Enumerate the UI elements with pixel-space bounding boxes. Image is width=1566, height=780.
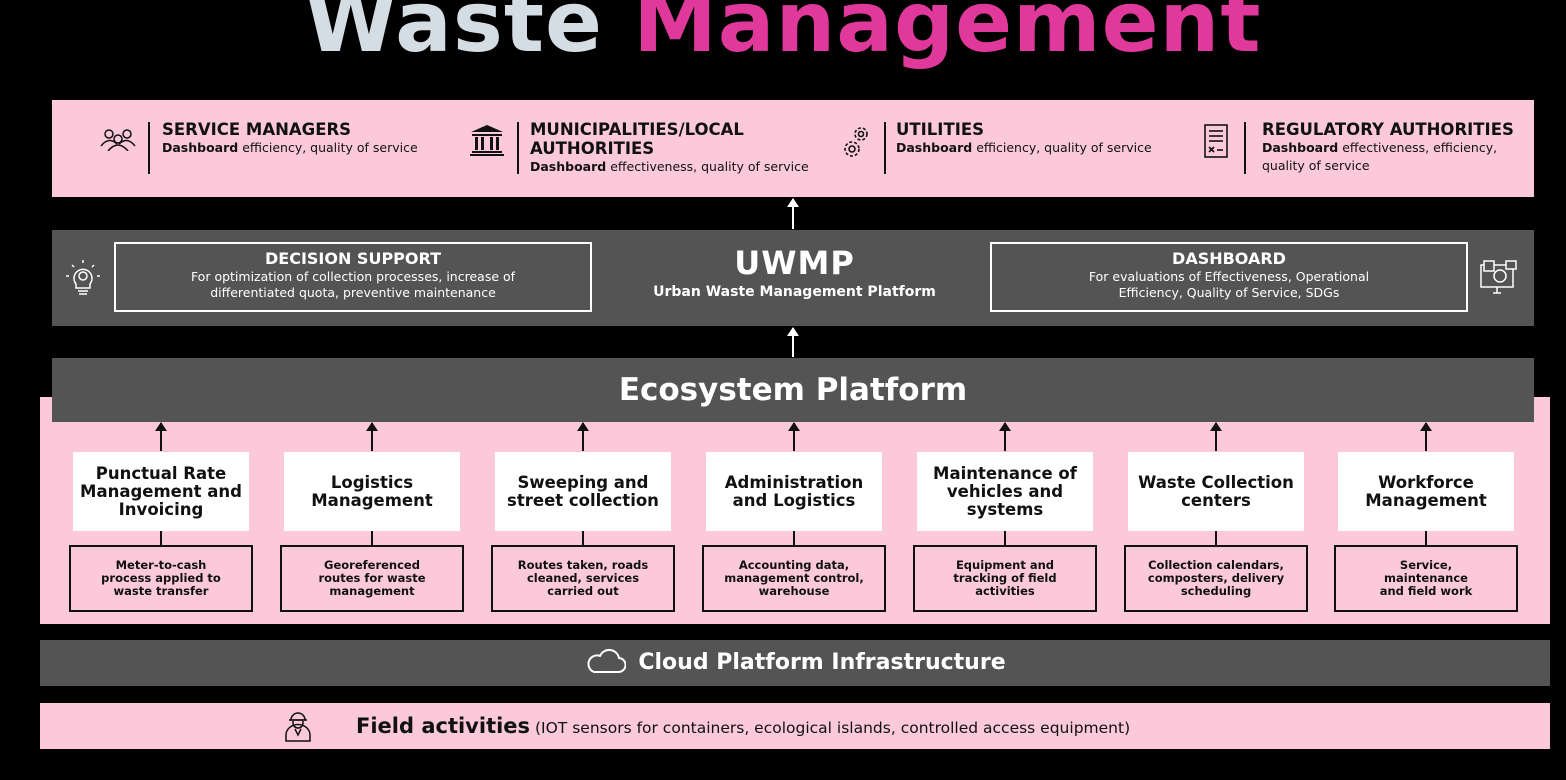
monitor-dashboard-icon xyxy=(1480,260,1517,294)
module-name: Administration and Logistics xyxy=(724,472,864,510)
module-name: Logistics Management xyxy=(311,472,433,510)
dashboard-box: DASHBOARD For evaluations of Effectivene… xyxy=(990,242,1468,312)
module-detail-box: Georeferenced routes for waste managemen… xyxy=(280,545,464,612)
uwmp-band: DECISION SUPPORT For optimization of col… xyxy=(52,230,1534,326)
people-icon xyxy=(100,129,136,151)
stakeholders-band: SERVICE MANAGERS Dashboard efficiency, q… xyxy=(52,100,1534,197)
connector xyxy=(1004,531,1006,545)
stakeholder-text: MUNICIPALITIES/LOCAL AUTHORITIES Dashboa… xyxy=(530,120,830,176)
module-detail-box: Meter-to-cash process applied to waste t… xyxy=(69,545,253,612)
dashboard-desc: For evaluations of Effectiveness, Operat… xyxy=(1088,269,1370,300)
module-detail: Routes taken, roads cleaned, services ca… xyxy=(517,558,649,598)
stakeholder-desc: Dashboard effectiveness, quality of serv… xyxy=(530,159,809,174)
decision-support-box: DECISION SUPPORT For optimization of col… xyxy=(114,242,592,312)
stakeholder-title: REGULATORY AUTHORITIES xyxy=(1262,120,1514,139)
connector xyxy=(793,531,795,545)
connector xyxy=(371,531,373,545)
stakeholder-text: UTILITIES Dashboard efficiency, quality … xyxy=(896,120,1152,157)
stakeholder-title: MUNICIPALITIES/LOCAL AUTHORITIES xyxy=(530,120,744,158)
module-box: Sweeping and street collection xyxy=(495,452,671,531)
module-box: Waste Collection centers xyxy=(1128,452,1304,531)
module-detail: Accounting data, management control, war… xyxy=(724,558,864,598)
title-word-1: Waste xyxy=(304,0,603,71)
module-box: Administration and Logistics xyxy=(706,452,882,531)
stakeholder-title: SERVICE MANAGERS xyxy=(162,120,352,139)
stakeholder-regulatory: REGULATORY AUTHORITIES Dashboard effecti… xyxy=(1200,100,1534,197)
dashboard-title: DASHBOARD xyxy=(1172,249,1286,268)
cloud-icon xyxy=(587,648,627,673)
module-name: Waste Collection centers xyxy=(1138,472,1294,510)
building-icon xyxy=(470,125,504,156)
connector xyxy=(1425,531,1427,545)
stakeholder-text: REGULATORY AUTHORITIES Dashboard effecti… xyxy=(1262,120,1524,175)
module-box: Workforce Management xyxy=(1338,452,1514,531)
uwmp-center: UWMP Urban Waste Management Platform xyxy=(622,244,967,302)
arrow-up xyxy=(1210,422,1222,451)
arrow-up xyxy=(787,327,799,357)
page-title: Waste Management xyxy=(0,0,1566,72)
uwmp-subtitle: Urban Waste Management Platform xyxy=(653,284,936,300)
stakeholder-text: SERVICE MANAGERS Dashboard efficiency, q… xyxy=(162,120,418,157)
connector xyxy=(160,531,162,545)
module-detail: Meter-to-cash process applied to waste t… xyxy=(101,558,221,598)
module-detail-box: Routes taken, roads cleaned, services ca… xyxy=(491,545,675,612)
arrow-up xyxy=(787,198,799,229)
arrow-up xyxy=(788,422,800,451)
arrow-up xyxy=(577,422,589,451)
worker-icon xyxy=(285,712,311,742)
module-detail: Georeferenced routes for waste managemen… xyxy=(318,558,426,598)
module-name: Maintenance of vehicles and systems xyxy=(933,463,1077,519)
separator xyxy=(1244,122,1246,174)
module-detail-box: Service, maintenance and field work xyxy=(1334,545,1518,612)
separator xyxy=(517,122,519,174)
module-name: Sweeping and street collection xyxy=(507,472,659,510)
stakeholder-title: UTILITIES xyxy=(896,120,984,139)
arrow-up xyxy=(999,422,1011,451)
connector xyxy=(582,531,584,545)
stakeholder-service-managers: SERVICE MANAGERS Dashboard efficiency, q… xyxy=(52,100,422,197)
cloud-platform-label: Cloud Platform Infrastructure xyxy=(638,650,1006,675)
gears-icon xyxy=(844,127,868,157)
stakeholder-utilities: UTILITIES Dashboard efficiency, quality … xyxy=(838,100,1198,197)
document-icon xyxy=(1204,124,1228,158)
stakeholder-desc: Dashboard effectiveness, efficiency, qua… xyxy=(1262,140,1498,173)
separator xyxy=(148,122,150,174)
stakeholder-desc: Dashboard efficiency, quality of service xyxy=(162,140,418,155)
title-word-2: Management xyxy=(633,0,1262,71)
module-detail-box: Collection calendars, composters, delive… xyxy=(1124,545,1308,612)
connector xyxy=(1215,531,1217,545)
module-name: Punctual Rate Management and Invoicing xyxy=(80,463,242,519)
field-activities-band: Field activities (IOT sensors for contai… xyxy=(40,703,1550,749)
module-detail: Service, maintenance and field work xyxy=(1379,558,1473,598)
arrow-up xyxy=(1420,422,1432,451)
stakeholder-municipalities: MUNICIPALITIES/LOCAL AUTHORITIES Dashboa… xyxy=(462,100,842,197)
decision-support-title: DECISION SUPPORT xyxy=(264,249,442,268)
module-box: Punctual Rate Management and Invoicing xyxy=(73,452,249,531)
module-detail-box: Equipment and tracking of field activiti… xyxy=(913,545,1097,612)
module-box: Maintenance of vehicles and systems xyxy=(917,452,1093,531)
module-detail: Equipment and tracking of field activiti… xyxy=(953,558,1057,598)
module-detail: Collection calendars, composters, delive… xyxy=(1147,558,1285,598)
ecosystem-platform-band: Ecosystem Platform xyxy=(52,358,1534,422)
separator xyxy=(884,122,886,174)
cloud-platform-band: Cloud Platform Infrastructure xyxy=(40,640,1550,686)
decision-support-desc: For optimization of collection processes… xyxy=(190,269,516,300)
field-activities-text: Field activities (IOT sensors for contai… xyxy=(356,714,1131,738)
uwmp-name: UWMP xyxy=(734,244,855,282)
module-name: Workforce Management xyxy=(1365,472,1487,510)
module-detail-box: Accounting data, management control, war… xyxy=(702,545,886,612)
stakeholder-desc: Dashboard efficiency, quality of service xyxy=(896,140,1152,155)
module-box: Logistics Management xyxy=(284,452,460,531)
arrow-up xyxy=(366,422,378,451)
lightbulb-icon xyxy=(66,260,100,295)
arrow-up xyxy=(155,422,167,451)
